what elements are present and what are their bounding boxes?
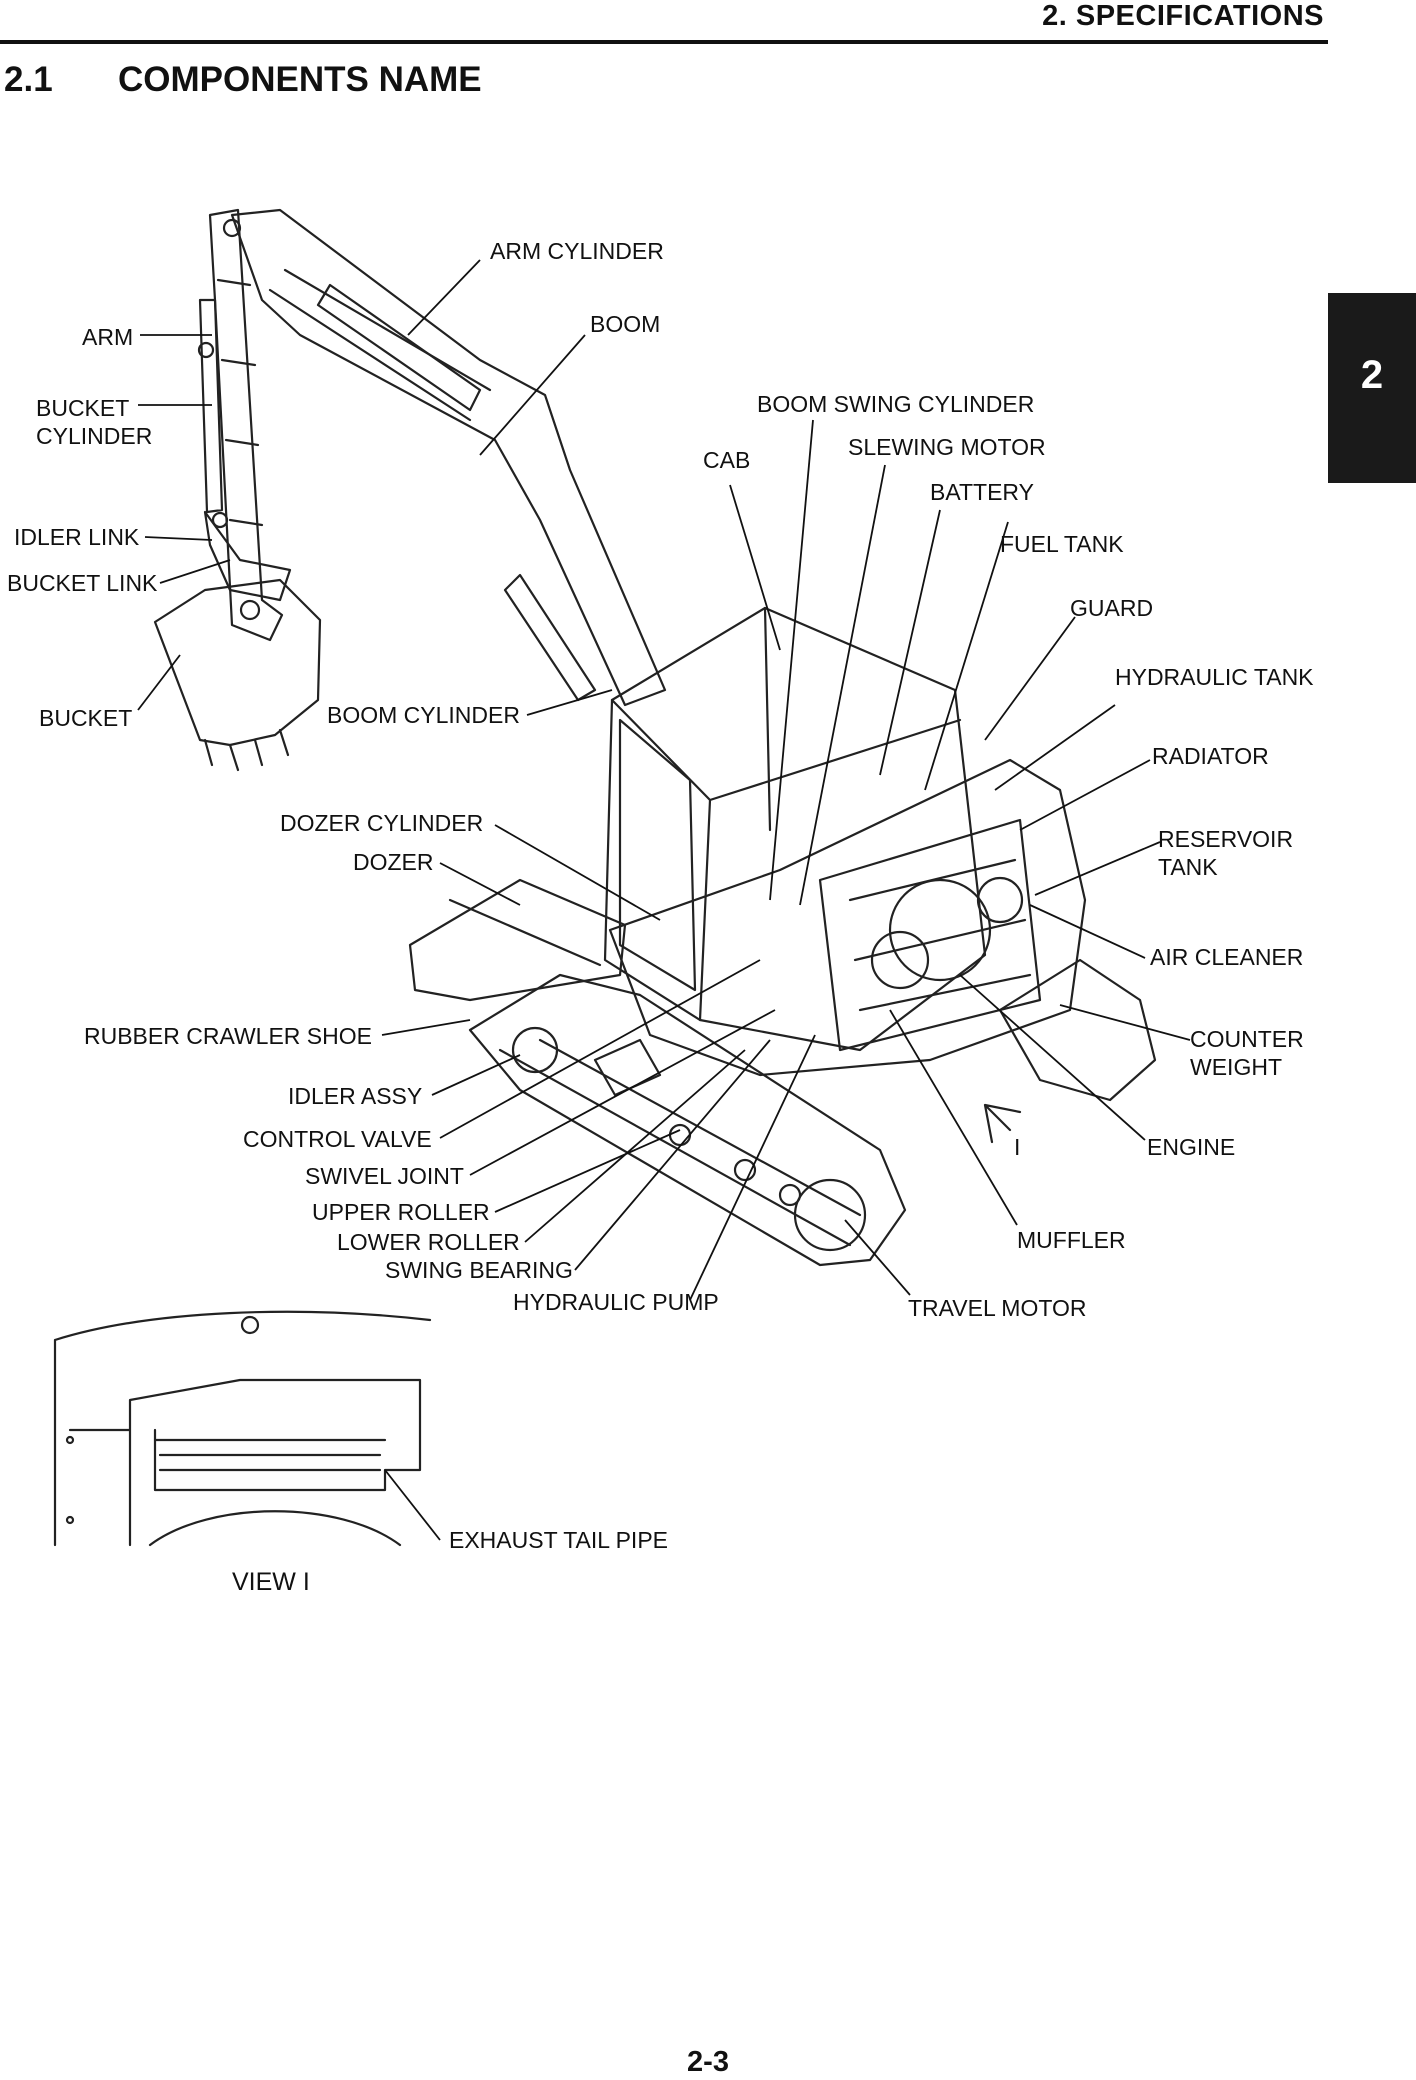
label-bucket: BUCKET [39,705,133,731]
leader-fuel-tank [924,521,1009,791]
leader-idler-link [144,536,213,541]
view-i-inset [53,1310,432,1547]
label-guard: GUARD [1070,595,1154,621]
leader-arm-cylinder [407,259,481,336]
label-rubber-crawler-shoe: RUBBER CRAWLER SHOE [84,1023,372,1049]
label-idler-assy: IDLER ASSY [288,1083,423,1109]
leader-boom [479,334,586,456]
label-cab: CAB [703,447,751,473]
leader-slewing-motor [799,464,886,906]
label-boom-cylinder: BOOM CYLINDER [327,702,520,728]
chapter-tab: 2 [1328,293,1416,483]
leader-reservoir-tank [1034,841,1161,896]
leader-control-valve [439,959,761,1139]
header-rule [0,40,1328,44]
leader-hydraulic-pump [689,1034,816,1301]
leader-battery [879,509,941,776]
leader-upper-roller [494,1129,681,1213]
label-view-caption: VIEW I [232,1568,310,1596]
leader-engine [959,974,1146,1141]
chapter-tab-label: 2 [1360,353,1384,397]
leader-boom-swing-cylinder [769,419,814,901]
chapter-title: 2. SPECIFICATIONS [1042,0,1324,32]
crawler-track-right [998,958,1157,1102]
label-radiator: RADIATOR [1152,743,1269,769]
label-counter-weight-2: WEIGHT [1190,1054,1282,1080]
label-control-valve: CONTROL VALVE [243,1126,432,1152]
label-fuel-tank: FUEL TANK [1000,531,1124,557]
leader-boom-cylinder [526,689,613,716]
label-hydraulic-tank: HYDRAULIC TANK [1115,664,1314,690]
label-reservoir-tank-2: TANK [1158,854,1218,880]
leader-bucket [137,654,181,711]
leader-lower-roller [524,1049,746,1243]
arm-cylinder-shape [316,283,482,412]
leader-muffler [889,1009,1018,1226]
label-bucket-cylinder-2: CYLINDER [36,423,153,449]
leader-guard [984,616,1076,741]
boom-cylinder-shape [503,573,597,702]
label-travel-motor: TRAVEL MOTOR [908,1295,1087,1321]
label-swivel-joint: SWIVEL JOINT [305,1163,464,1189]
label-exhaust-tail-pipe: EXHAUST TAIL PIPE [449,1527,669,1553]
leader-rubber-crawler-shoe [381,1019,471,1036]
leader-travel-motor [844,1219,911,1296]
dozer-blade-shape [408,878,627,1002]
label-swing-bearing: SWING BEARING [385,1257,573,1283]
leader-bucket-link [159,559,231,584]
section-heading: 2.1 COMPONENTS NAME [4,60,482,100]
bucket-cylinder-shape [198,298,224,514]
label-muffler: MUFFLER [1017,1227,1126,1253]
leader-swivel-joint [469,1009,776,1176]
label-arm-cylinder: ARM CYLINDER [490,238,664,264]
label-bucket-link: BUCKET LINK [7,570,158,596]
label-engine: ENGINE [1147,1134,1236,1160]
cab-shape [603,606,987,1052]
label-upper-roller: UPPER ROLLER [312,1199,490,1225]
leader-swing-bearing [574,1039,771,1271]
arm-outline [208,208,284,642]
label-hydraulic-pump: HYDRAULIC PUMP [513,1289,719,1315]
leader-air-cleaner [1029,904,1146,959]
section-title: COMPONENTS NAME [118,60,482,99]
leader-counter-weight [1059,1004,1191,1041]
leader-exhaust-tail-pipe [384,1469,441,1541]
leader-idler-assy [431,1054,521,1096]
upper-structure-shape [608,758,1087,1077]
label-slewing-motor: SLEWING MOTOR [848,434,1046,460]
label-boom: BOOM [590,311,661,337]
leader-dozer [439,862,521,906]
label-dozer: DOZER [353,849,434,875]
label-counter-weight-1: COUNTER [1190,1026,1304,1052]
label-air-cleaner: AIR CLEANER [1150,944,1304,970]
leader-radiator [1019,759,1151,831]
label-arm: ARM [82,324,134,350]
label-boom-swing-cylinder: BOOM SWING CYLINDER [757,391,1035,417]
leader-dozer-cylinder [494,824,661,921]
label-view-arrow: I [1014,1134,1021,1160]
label-dozer-cylinder: DOZER CYLINDER [280,810,484,836]
label-lower-roller: LOWER ROLLER [337,1229,520,1255]
view-i-arrow [983,1103,1022,1144]
section-number: 2.1 [4,60,53,99]
leader-hydraulic-tank [994,704,1116,791]
page-number: 2-3 [687,2046,729,2078]
bucket-shape [153,578,322,747]
bucket-link-shape [203,510,292,602]
label-battery: BATTERY [930,479,1034,505]
label-reservoir-tank-1: RESERVOIR [1158,826,1294,852]
label-bucket-cylinder-1: BUCKET [36,395,130,421]
boom-shape [230,208,667,707]
label-idler-link: IDLER LINK [14,524,140,550]
leader-cab [729,484,781,651]
